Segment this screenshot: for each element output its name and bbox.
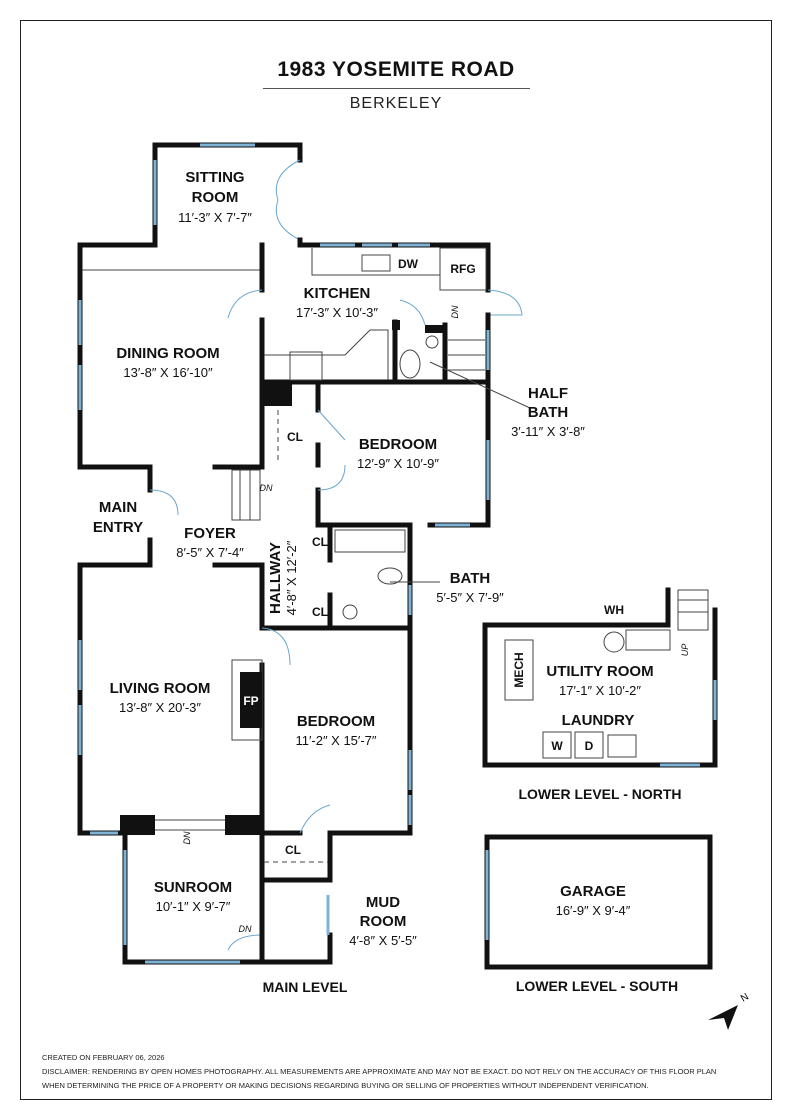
fireplace-label: FP — [243, 694, 258, 708]
utility-up-label: UP — [680, 644, 690, 657]
closet-label: CL — [312, 605, 328, 619]
sitting-room-label-2: ROOM — [192, 189, 239, 206]
bedroom-1-label: BEDROOM — [359, 436, 437, 453]
title-divider — [263, 88, 530, 89]
washer-label: W — [551, 739, 563, 753]
foyer-label: FOYER — [184, 525, 236, 542]
mud-room-label: MUD — [366, 894, 400, 911]
main-level-walls — [77, 142, 523, 965]
stair-dn-label: DN — [450, 305, 460, 318]
kitchen-label: KITCHEN — [304, 285, 371, 302]
sunroom-label: SUNROOM — [154, 879, 232, 896]
half-bath-dims: 3′-11″ X 3′-8″ — [511, 424, 585, 439]
property-address: 1983 YOSEMITE ROAD — [277, 58, 515, 81]
garage-label: GARAGE — [560, 883, 626, 900]
mud-room-label-2: ROOM — [360, 913, 407, 930]
lower-level-north-label: LOWER LEVEL - NORTH — [518, 786, 681, 802]
closet-label: CL — [285, 843, 301, 857]
garage-walls — [484, 834, 713, 970]
bath-label: BATH — [450, 570, 491, 587]
dining-room-dims: 13′-8″ X 16′-10″ — [123, 365, 213, 380]
compass-icon: N — [708, 991, 751, 1030]
bedroom-1-dims: 12′-9″ X 10′-9″ — [357, 456, 439, 471]
closet-label: CL — [287, 430, 303, 444]
sunroom-dims: 10′-1″ X 9′-7″ — [156, 899, 231, 914]
mud-room-dims: 4′-8″ X 5′-5″ — [349, 933, 417, 948]
half-bath-label: HALF — [528, 385, 568, 402]
lower-level-south-label: LOWER LEVEL - SOUTH — [516, 978, 678, 994]
dishwasher-label: DW — [398, 257, 419, 271]
utility-room-label: UTILITY ROOM — [546, 663, 653, 680]
bedroom-2-dims: 11′-2″ X 15′-7″ — [295, 733, 376, 748]
kitchen-dims: 17′-3″ X 10′-3″ — [296, 305, 378, 320]
property-city: BERKELEY — [349, 95, 443, 112]
dining-room-label: DINING ROOM — [116, 345, 219, 362]
sitting-room-label: SITTING — [185, 169, 244, 186]
utility-room-dims: 17′-1″ X 10′-2″ — [559, 683, 641, 698]
water-heater-label: WH — [604, 603, 624, 617]
hallway-dims: 4′-8″ X 12′-2″ — [284, 540, 299, 615]
main-entry-label-2: ENTRY — [93, 519, 143, 536]
bath-dims: 5′-5″ X 7′-9″ — [436, 590, 504, 605]
garage-dims: 16′-9″ X 9′-4″ — [556, 903, 631, 918]
bedroom-2-label: BEDROOM — [297, 713, 375, 730]
created-date: CREATED ON FEBRUARY 06, 2026 — [42, 1053, 165, 1062]
sunroom-step-dn-label: DN — [239, 924, 252, 934]
disclaimer-line-2: WHEN DETERMINING THE PRICE OF A PROPERTY… — [42, 1081, 649, 1090]
sitting-room-dims: 11′-3″ X 7′-7″ — [178, 210, 252, 225]
hallway-label: HALLWAY — [267, 542, 284, 614]
living-room-label: LIVING ROOM — [110, 680, 211, 697]
half-bath-label-2: BATH — [528, 404, 569, 421]
main-level-label: MAIN LEVEL — [263, 979, 348, 995]
closet-label: CL — [312, 535, 328, 549]
dryer-label: D — [585, 739, 594, 753]
foyer-dims: 8′-5″ X 7′-4″ — [176, 545, 244, 560]
disclaimer-line-1: DISCLAIMER: RENDERING BY OPEN HOMES PHOT… — [42, 1067, 717, 1076]
sunroom-dn-label: DN — [182, 831, 192, 844]
main-entry-label: MAIN — [99, 499, 137, 516]
mech-label: MECH — [512, 652, 526, 687]
laundry-label: LAUNDRY — [562, 712, 635, 729]
foyer-dn-label: DN — [260, 483, 273, 493]
lower-level-north-walls — [482, 587, 718, 768]
page-border — [20, 20, 772, 1100]
living-room-dims: 13′-8″ X 20′-3″ — [119, 700, 201, 715]
refrigerator-label: RFG — [450, 262, 475, 276]
compass-north-label: N — [739, 991, 751, 1004]
